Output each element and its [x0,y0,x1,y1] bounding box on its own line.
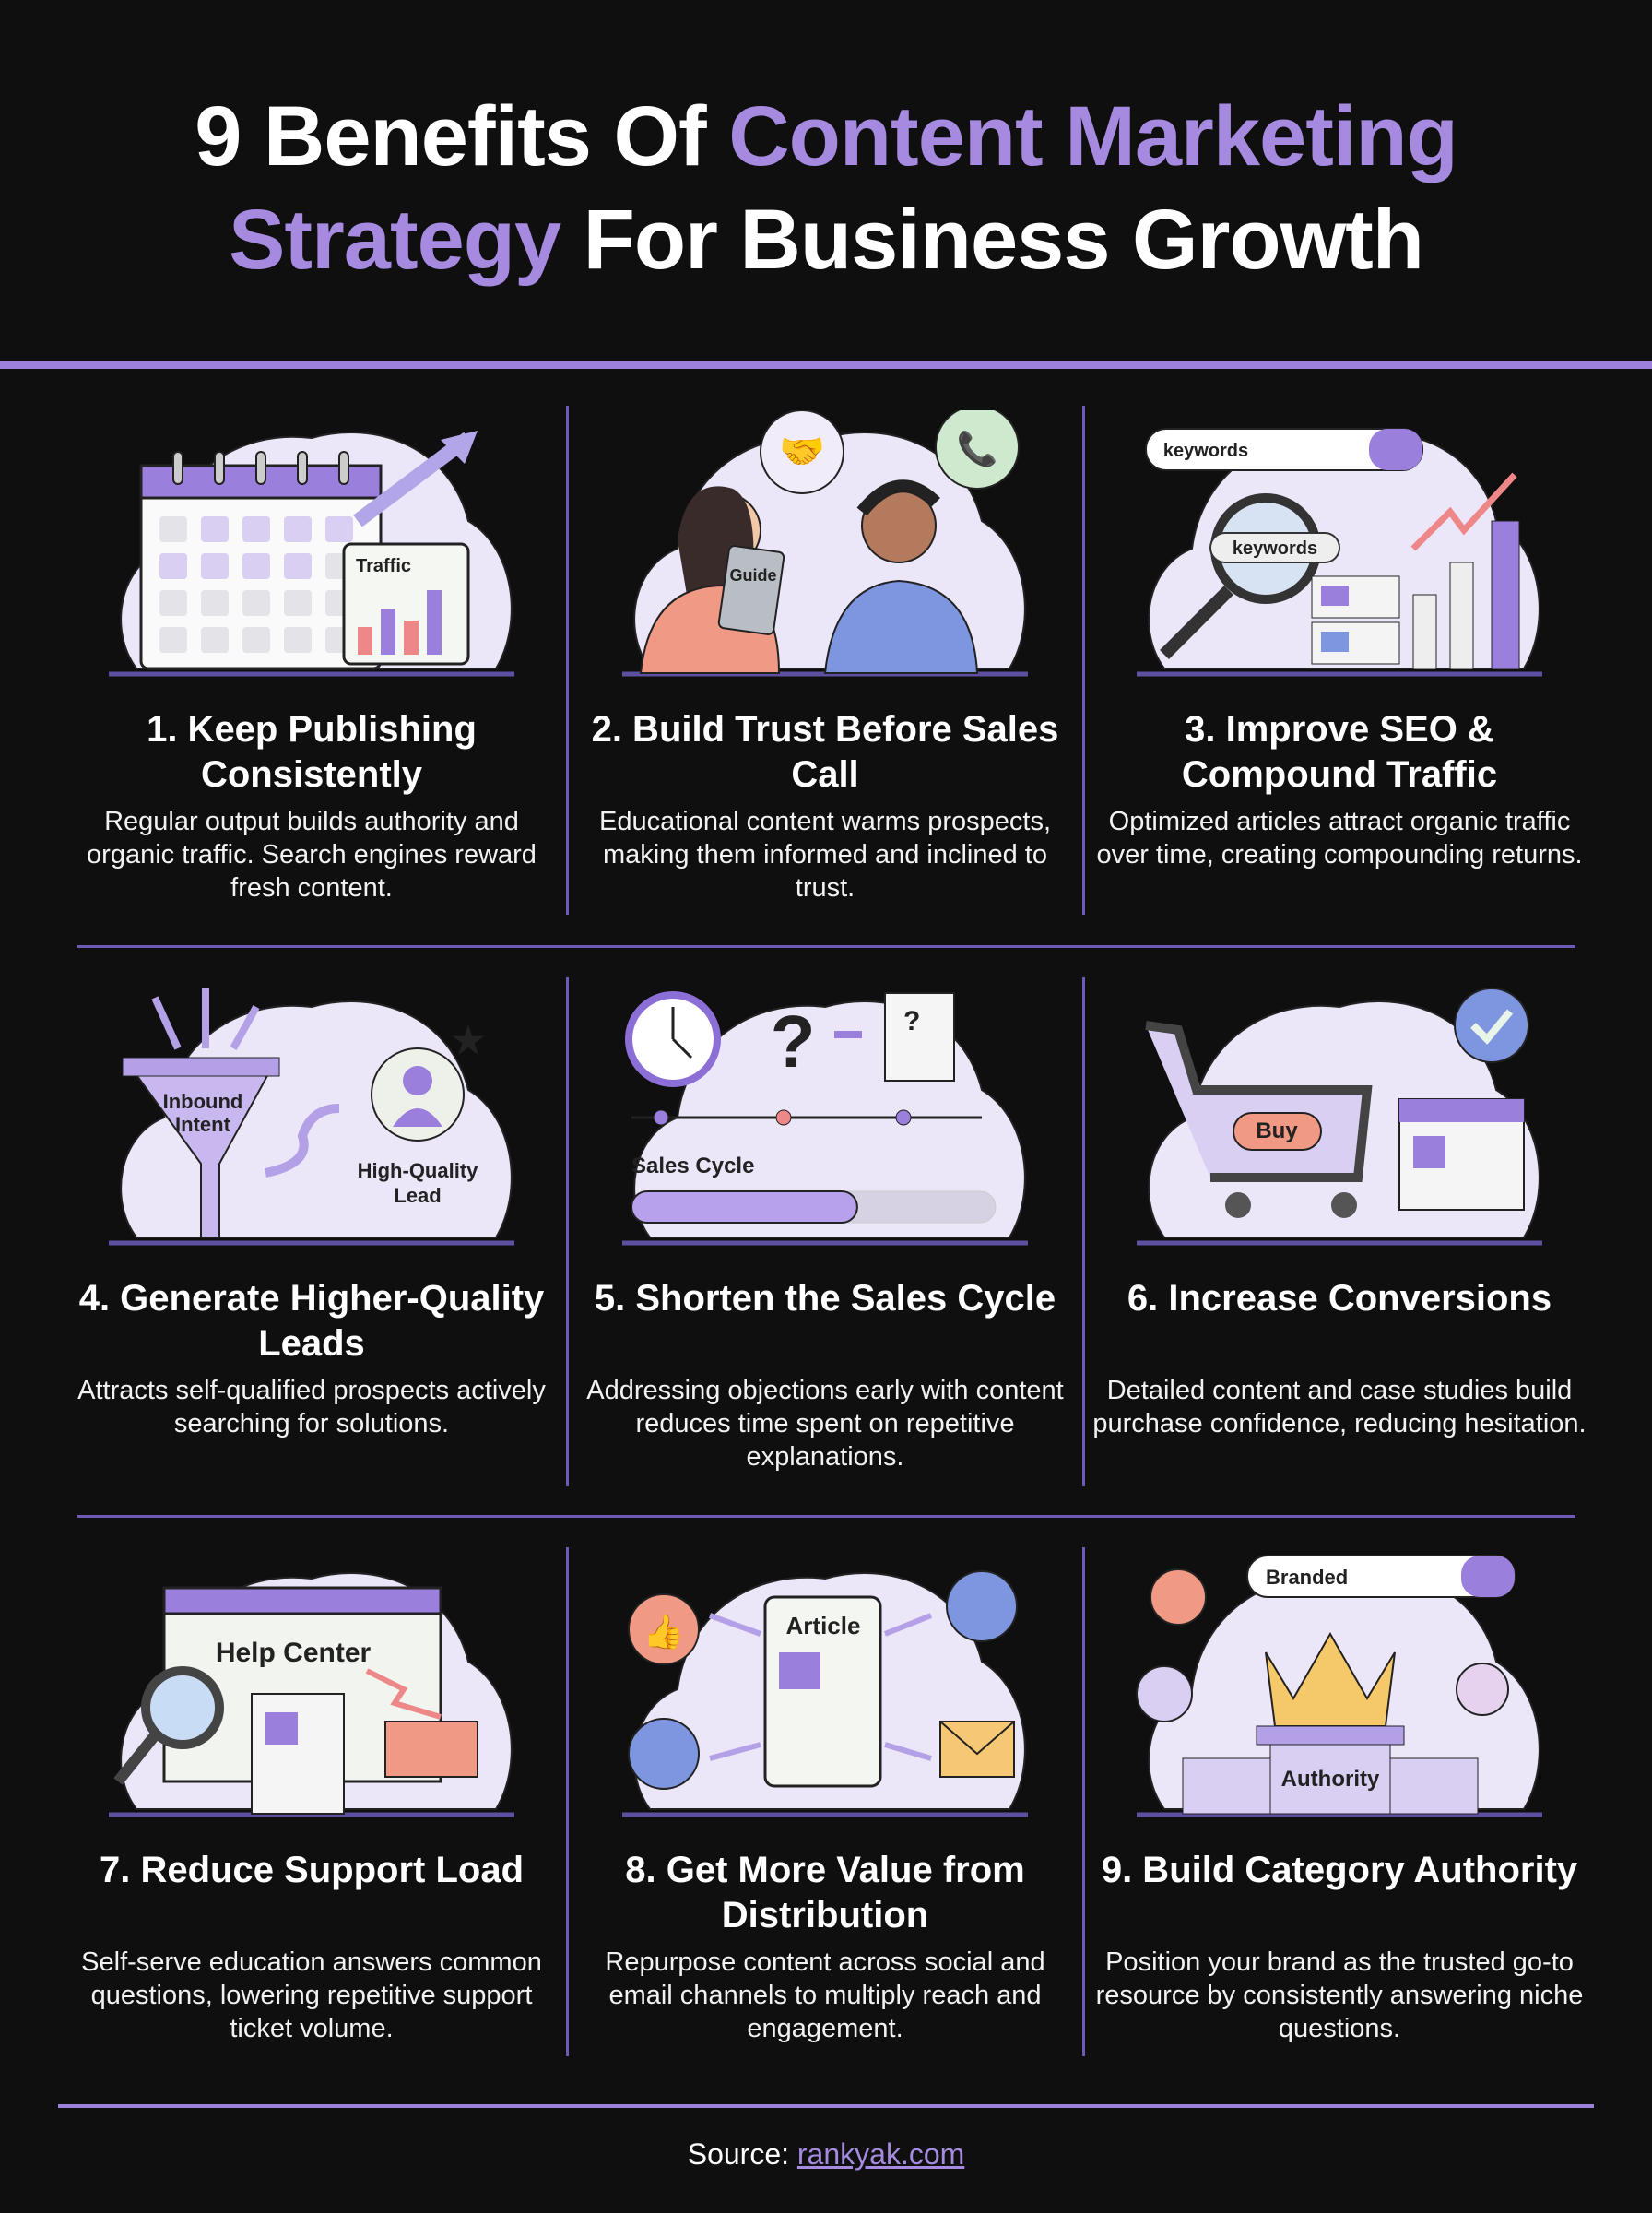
svg-text:👍: 👍 [643,1613,685,1651]
benefit-title: 7. Reduce Support Load [99,1850,525,1890]
benefit-title: 6. Increase Conversions [1127,1278,1552,1319]
svg-text:?: ? [771,1000,816,1083]
benefit-card: 🤝 📞 Guide 2. Build Trust Before Sales Call… [567,410,1083,905]
illustration-label: Branded [1266,1566,1348,1589]
benefit-title: 4. Generate Higher-Quality Leads [78,1278,545,1364]
benefit-description: Regular output builds authority and orga… [87,807,537,903]
calendar-traffic-icon: Traffic [109,431,514,677]
illustration-label: Help Center [216,1638,372,1668]
benefit-title: 3. Improve SEO & Compound Traffic [1181,709,1498,795]
benefit-description: Attracts self-qualified prospects active… [77,1376,546,1438]
benefit-description: Optimized articles attract organic traff… [1096,807,1583,870]
benefit-card: keywords keywords 3. Improve SEO & Compou… [1081,410,1598,871]
svg-text:📞: 📞 [957,428,998,467]
illustration-label: Sales Cycle [631,1154,754,1178]
illustration-label: Article [786,1612,861,1639]
header-divider [0,361,1652,369]
benefit-title: 8. Get More Value from Distribution [625,1850,1025,1935]
benefit-description: Educational content warms prospects, mak… [598,807,1052,903]
benefit-title: 5. Shorten the Sales Cycle [594,1278,1056,1319]
benefit-description: Detailed content and case studies build … [1092,1376,1587,1438]
benefit-description: Addressing objections early with content… [586,1376,1064,1472]
column-divider [1082,977,1085,1486]
title-part: 9 Benefits Of [195,89,729,183]
benefit-title: 1. Keep Publishing Consistently [147,709,477,795]
illustration-label: keywords [1163,441,1248,461]
benefit-description: Position your brand as the trusted go-to… [1095,1947,1584,2043]
column-divider [566,1547,569,2056]
benefit-card: 👍 Article 8. Get More Value from Distribu… [567,1551,1083,2045]
column-divider [566,977,569,1486]
benefit-card: Traffic 1. Keep Publishing Consistently … [53,410,570,905]
source-label: Source: [687,2137,797,2171]
svg-text:🤝: 🤝 [779,432,825,472]
benefit-card: ?? Sales Cycle 5. Shorten the Sales Cycle… [567,979,1083,1473]
source-link[interactable]: rankyak.com [796,2137,965,2171]
benefit-title: 9. Build Category Authority [1101,1850,1578,1890]
cart-checkout-icon: Buy [1137,988,1542,1246]
benefit-description: Self-serve education answers common ques… [81,1947,542,2043]
svg-text:★: ★ [452,1021,485,1061]
page-title-line-2: Strategy For Business Growth [0,189,1652,290]
title-accent: Content Marketing [728,89,1458,183]
benefit-title: 2. Build Trust Before Sales Call [591,709,1059,795]
illustration-label: Intent [175,1113,231,1136]
illustration-label: Buy [1256,1118,1298,1143]
footer-divider [58,2104,1594,2108]
illustration-label: Inbound [163,1090,243,1113]
title-accent: Strategy [228,193,561,287]
source-credit: Source: rankyak.com [0,2137,1652,2172]
handshake-people-icon: 🤝 📞 Guide [622,410,1028,677]
row-divider [77,1515,1575,1518]
article-distribution-icon: 👍 Article [622,1570,1028,1817]
column-divider [1082,1547,1085,2056]
illustration-label: Lead [394,1184,441,1207]
sales-cycle-progress-fill [631,1190,858,1224]
benefit-card: Buy 6. Increase Conversions Detailed con… [1081,979,1598,1440]
illustration-label: Traffic [356,556,411,576]
svg-text:?: ? [903,1006,920,1036]
benefit-card: Help Center 7. Reduce Support Load Self-… [53,1551,570,2045]
illustration-label: Authority [1281,1767,1380,1792]
help-center-icon: Help Center [109,1572,514,1817]
illustration-label: High-Quality [358,1159,479,1182]
column-divider [1082,406,1085,915]
column-divider [566,406,569,915]
seo-search-chart-icon: keywords keywords [1137,428,1542,677]
illustration-label: Guide [729,566,776,585]
title-part: For Business Growth [560,193,1424,287]
clock-timeline-icon: ?? Sales Cycle [622,991,1028,1246]
benefit-description: Repurpose content across social and emai… [605,1947,1045,2043]
row-divider [77,945,1575,948]
page-title-line-1: 9 Benefits Of Content Marketing [0,86,1652,187]
illustration-label: keywords [1233,538,1317,559]
